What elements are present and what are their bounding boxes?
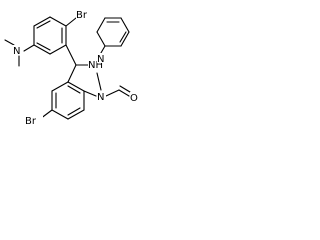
upper-benzene-ring	[33, 16, 67, 55]
lower-benzene-ring	[51, 81, 85, 120]
bromine-top-label: Br	[76, 10, 88, 21]
n-methylformamide-group	[83, 72, 131, 97]
pyridine-nitrogen-label: N	[97, 54, 104, 65]
carbonyl-oxygen-label: O	[130, 93, 138, 104]
bromine-bottom-label: Br	[25, 116, 37, 127]
br-top-bond	[65, 17, 77, 27]
central-methine	[65, 44, 89, 83]
pyridine-ring	[96, 17, 130, 59]
amine-nh-label: NH	[88, 60, 103, 71]
molecule-drawing: Br NH N N N O Br	[4, 8, 140, 127]
structure-diagram: Br NH N N N O Br	[0, 0, 143, 146]
dimethylamino-group	[4, 39, 35, 67]
amide-nitrogen-label: N	[97, 92, 104, 103]
dimethylamino-nitrogen-label: N	[13, 46, 20, 57]
